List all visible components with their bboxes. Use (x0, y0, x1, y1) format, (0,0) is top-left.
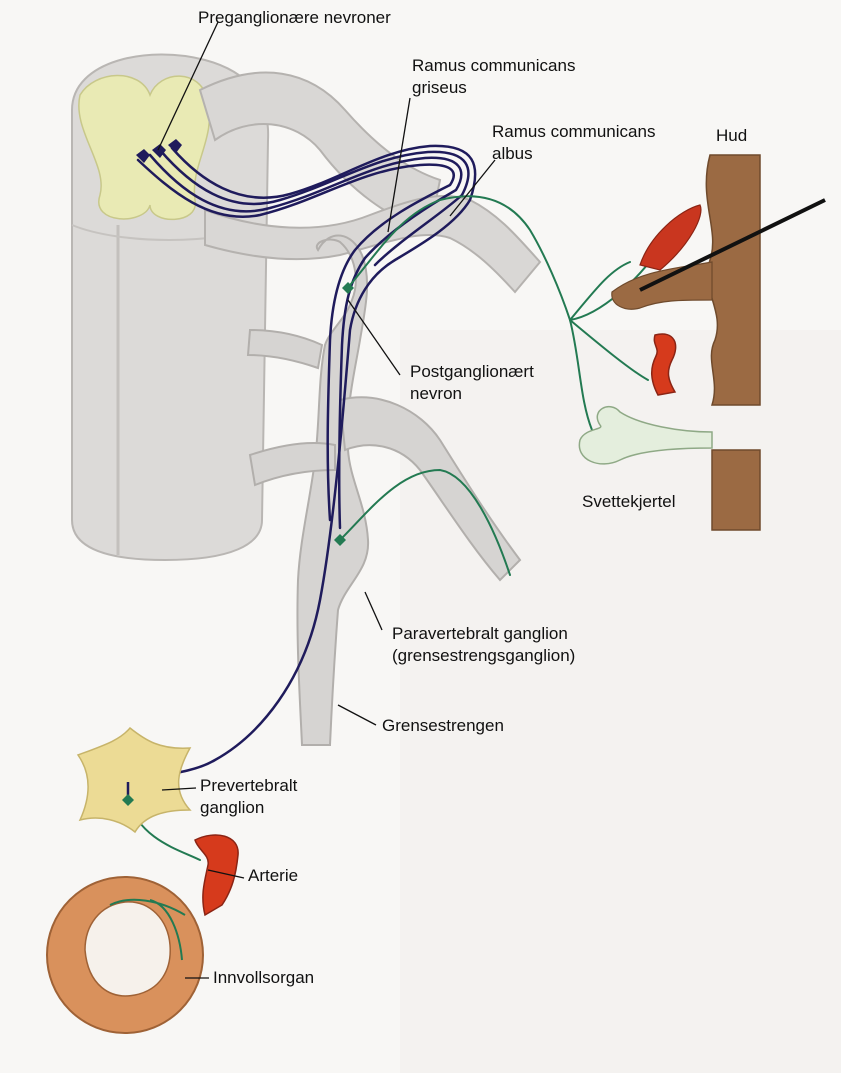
label-prevertebral-line2: ganglion (200, 798, 264, 818)
label-visceral-organ: Innvollsorgan (213, 968, 314, 988)
visceral-organ (47, 877, 203, 1033)
label-preganglionic-neurons: Preganglionære nevroner (198, 8, 391, 28)
label-paravertebral-line1: Paravertebralt ganglion (392, 624, 568, 644)
label-artery: Arterie (248, 866, 298, 886)
label-ramus-griseus-line1: Ramus communicans (412, 56, 575, 76)
label-postganglionic-line2: nevron (410, 384, 462, 404)
label-prevertebral-line1: Prevertebralt (200, 776, 297, 796)
label-skin: Hud (716, 126, 747, 146)
label-ramus-albus-line2: albus (492, 144, 533, 164)
label-paravertebral-line2: (grensestrengsganglion) (392, 646, 575, 666)
label-ramus-albus-line1: Ramus communicans (492, 122, 655, 142)
label-sympathetic-trunk: Grensestrengen (382, 716, 504, 736)
label-sweat-gland: Svettekjertel (582, 492, 676, 512)
label-ramus-griseus-line2: griseus (412, 78, 467, 98)
label-postganglionic-line1: Postganglionært (410, 362, 534, 382)
spinal-cord (72, 54, 268, 560)
